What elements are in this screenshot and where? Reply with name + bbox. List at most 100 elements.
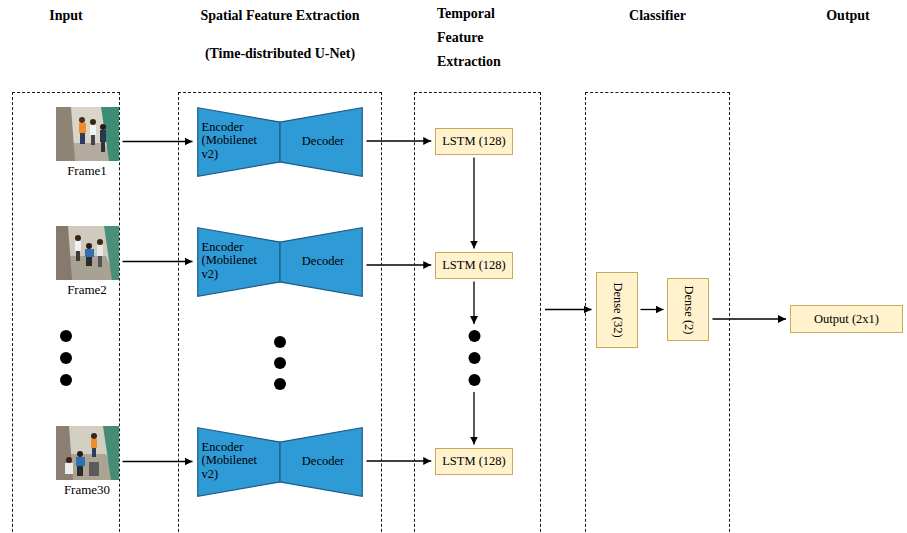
- output-box: Output (2x1): [790, 305, 903, 333]
- encoder-shape: [197, 427, 279, 496]
- frame-caption: Frame1: [56, 163, 119, 179]
- connector-arrow: [367, 141, 432, 142]
- layer-label: LSTM (128): [442, 258, 506, 273]
- encoder-label: Encoder (Mobilenet v2): [202, 241, 260, 282]
- encoder-label: Encoder (Mobilenet v2): [202, 121, 260, 162]
- person-body: [75, 241, 81, 251]
- lstm-cell: LSTM (128): [435, 128, 513, 155]
- video-frame-image: [56, 426, 119, 480]
- dense-layer: Dense (32): [596, 272, 638, 348]
- stage-panel: ClassifierDense (32)Dense (2): [585, 92, 730, 533]
- unet-block: Encoder (Mobilenet v2) Decoder: [197, 107, 363, 177]
- layer-label: LSTM (128): [442, 134, 506, 149]
- connector-segment: [473, 282, 474, 325]
- layer-label: LSTM (128): [442, 454, 506, 469]
- stage-heading: Input: [0, 6, 159, 26]
- ellipsis-dot: [60, 352, 72, 364]
- person-body: [100, 130, 106, 142]
- decoder-label: Decoder: [302, 455, 344, 469]
- person-body: [91, 439, 97, 448]
- connector-line: [713, 318, 787, 319]
- person-body: [97, 245, 103, 256]
- encoder-label: Encoder (Mobilenet v2): [202, 441, 260, 482]
- lstm-cell: LSTM (128): [435, 252, 513, 279]
- wall-left: [56, 226, 72, 280]
- wall-right: [103, 426, 119, 480]
- video-frame-image: [56, 226, 119, 280]
- stage-panel: Spatial Feature Extraction(Time-distribu…: [178, 92, 382, 533]
- person-head: [97, 239, 103, 245]
- person-head: [86, 243, 92, 249]
- video-frame: Frame30: [56, 426, 119, 498]
- decoder-shape: [280, 427, 362, 496]
- connector-line: [473, 392, 474, 445]
- connector-line: [123, 461, 193, 462]
- video-frame-image: [56, 107, 119, 161]
- stage-heading: Spatial Feature Extraction: [139, 6, 421, 26]
- lstm-cell: LSTM (128): [435, 448, 513, 475]
- connector-arrow: [123, 141, 193, 142]
- person-head: [66, 457, 72, 463]
- ellipsis-dot: [274, 357, 286, 369]
- decoder-shape: [280, 227, 362, 296]
- connector-line: [473, 158, 474, 249]
- ground: [66, 256, 116, 280]
- connector-line: [367, 460, 432, 461]
- person-legs: [80, 133, 85, 144]
- person-legs: [77, 466, 83, 476]
- ellipsis-dot: [469, 352, 481, 364]
- wall-right: [104, 226, 119, 280]
- person-head: [75, 235, 81, 241]
- person-head: [79, 117, 85, 123]
- stage-subheading: (Time-distributed U-Net): [139, 44, 421, 64]
- stage-heading: Temporal Feature Extraction: [437, 2, 521, 74]
- person-legs: [76, 251, 80, 261]
- person-head: [77, 451, 83, 457]
- person-body: [65, 463, 73, 474]
- layer-label: Dense (32): [609, 282, 624, 337]
- ellipsis-dots: [60, 330, 481, 390]
- person-head: [90, 119, 96, 125]
- connector-arrow: [123, 461, 193, 462]
- connector-arrow: [641, 309, 664, 310]
- person-body: [79, 123, 86, 133]
- decoder-label: Decoder: [302, 255, 344, 269]
- encoder-shape: [197, 227, 279, 296]
- connector-arrow: [367, 265, 432, 266]
- ellipsis-dot: [469, 374, 481, 386]
- person-legs: [91, 135, 95, 145]
- stage-panel: Temporal Feature ExtractionLSTM (128)LST…: [414, 92, 541, 533]
- decoder-label: Decoder: [302, 135, 344, 149]
- frame-background: [56, 226, 119, 280]
- unet-block: Encoder (Mobilenet v2) Decoder: [197, 227, 363, 297]
- connector-line: [641, 309, 664, 310]
- connector-arrow: [713, 319, 787, 320]
- person-legs: [86, 257, 92, 266]
- stage-panel: InputFrame1Frame2Frame30: [12, 92, 120, 533]
- frame-caption: Frame2: [56, 282, 119, 298]
- person-body: [89, 462, 99, 476]
- decoder-shape: [280, 107, 362, 176]
- encoder-shape: [197, 107, 279, 176]
- person-legs: [101, 142, 105, 152]
- person-head: [91, 433, 97, 439]
- connector-line: [367, 140, 432, 141]
- stage-heading: Classifier: [546, 6, 769, 26]
- person-body: [85, 249, 94, 257]
- person-body: [76, 457, 85, 466]
- wall-left: [56, 107, 75, 161]
- person-legs: [92, 448, 96, 457]
- person-head: [100, 124, 106, 130]
- connector-line: [123, 141, 193, 142]
- frame-background: [56, 426, 119, 480]
- unet-block: Encoder (Mobilenet v2) Decoder: [197, 427, 363, 497]
- person-legs: [98, 256, 102, 267]
- connector-line: [367, 264, 432, 265]
- connector-arrow: [123, 261, 193, 262]
- connector-arrow: [473, 158, 474, 249]
- output-label: Output (2x1): [814, 312, 879, 327]
- video-frame: Frame2: [56, 226, 119, 298]
- wall-left: [56, 426, 73, 480]
- ellipsis-dot: [60, 374, 72, 386]
